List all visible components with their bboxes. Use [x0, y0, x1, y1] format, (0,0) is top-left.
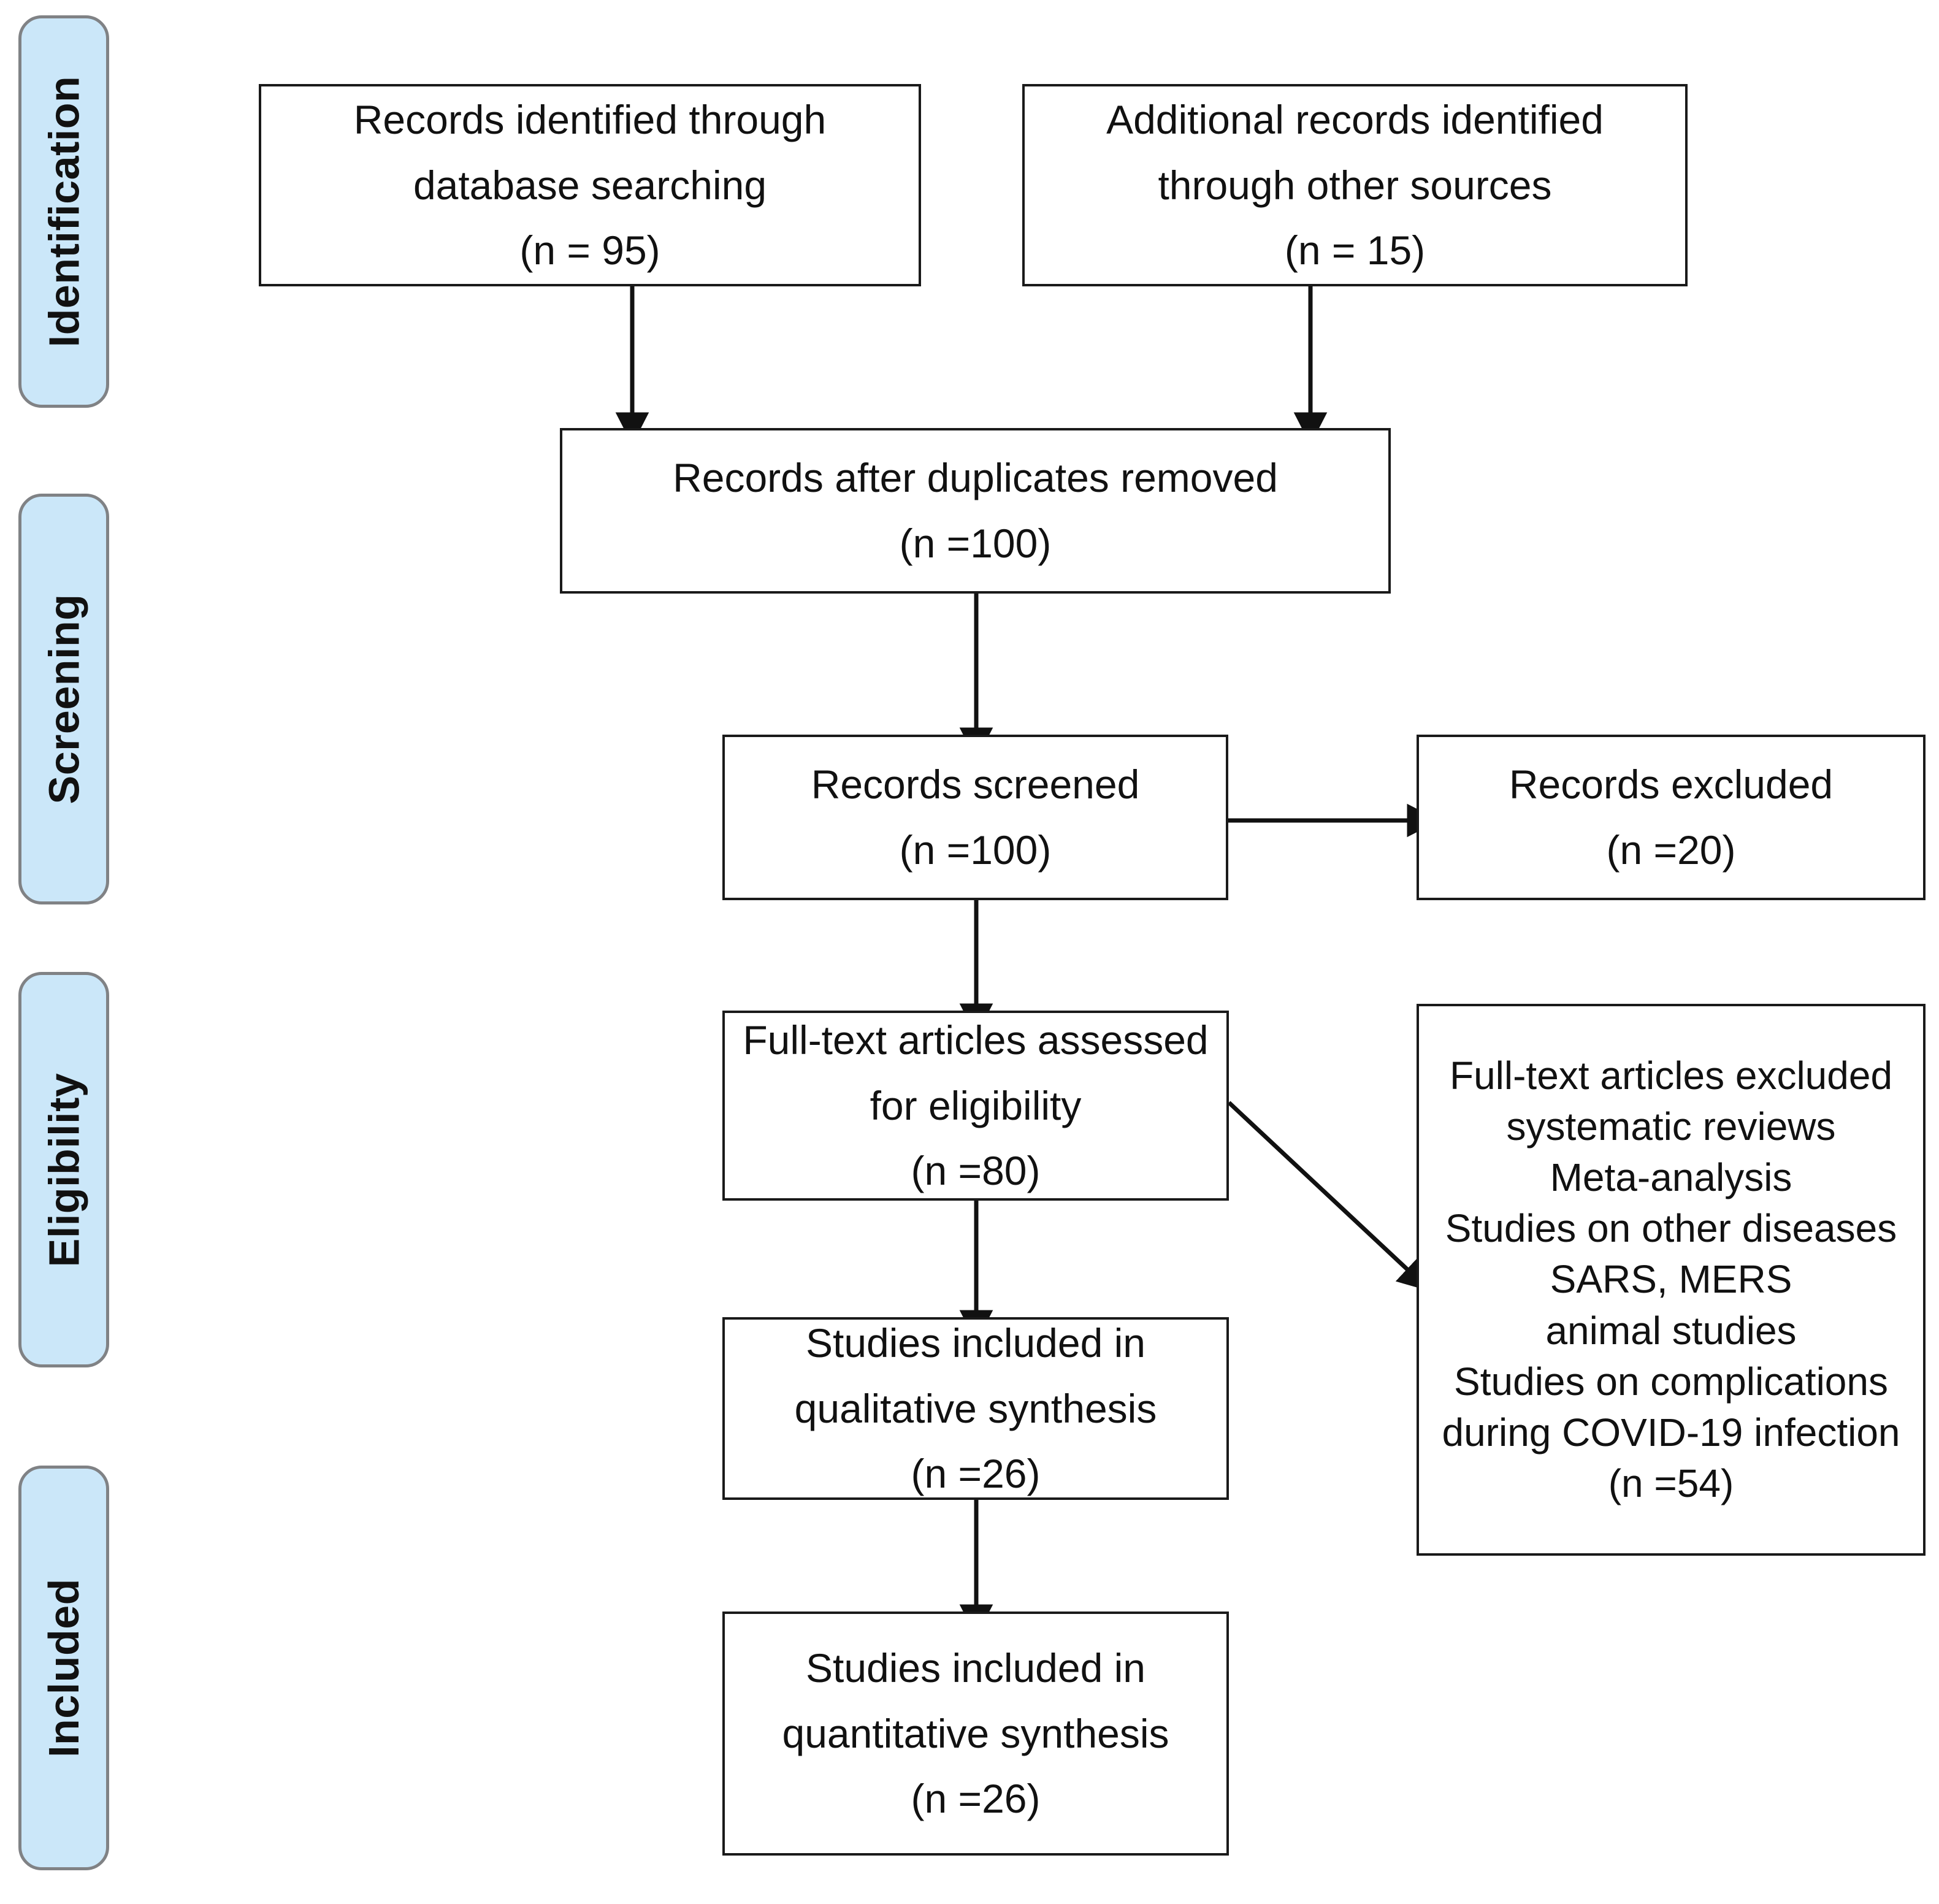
- box-additional-records-other-sources-text: Additional records identified through ot…: [1106, 96, 1604, 273]
- box-additional-records-other-sources: Additional records identified through ot…: [1022, 84, 1688, 286]
- stage-label-included-text: Included: [40, 1578, 88, 1757]
- box-studies-included-quantitative-text: Studies included in quantitative synthes…: [782, 1645, 1169, 1822]
- arrow-fulltext-to-excluded: [1227, 1101, 1431, 1291]
- stage-label-eligibility: Eligibility: [18, 972, 109, 1367]
- box-full-text-articles-assessed: Full-text articles assessed for eligibil…: [722, 1011, 1229, 1201]
- box-records-after-duplicates-removed: Records after duplicates removed (n =100…: [560, 428, 1391, 594]
- box-records-excluded-text: Records excluded (n =20): [1509, 762, 1834, 873]
- box-full-text-articles-assessed-text: Full-text articles assessed for eligibil…: [743, 1017, 1209, 1194]
- stage-label-eligibility-text: Eligibility: [40, 1072, 88, 1267]
- box-records-screened-text: Records screened (n =100): [811, 762, 1140, 873]
- box-records-excluded: Records excluded (n =20): [1417, 735, 1926, 900]
- box-full-text-articles-excluded: Full-text articles excluded systematic r…: [1417, 1004, 1926, 1556]
- stage-label-included: Included: [18, 1466, 109, 1870]
- box-records-identified-database: Records identified through database sear…: [259, 84, 921, 286]
- box-studies-included-qualitative-text: Studies included in qualitative synthesi…: [794, 1320, 1157, 1497]
- stage-label-identification-text: Identification: [40, 75, 88, 348]
- box-studies-included-quantitative: Studies included in quantitative synthes…: [722, 1612, 1229, 1856]
- stage-label-screening-text: Screening: [40, 594, 88, 805]
- box-records-identified-database-text: Records identified through database sear…: [353, 96, 827, 273]
- box-records-screened: Records screened (n =100): [722, 735, 1228, 900]
- box-records-after-duplicates-removed-text: Records after duplicates removed (n =100…: [673, 455, 1278, 566]
- box-studies-included-qualitative: Studies included in qualitative synthesi…: [722, 1317, 1229, 1500]
- stage-label-identification: Identification: [18, 15, 109, 408]
- box-full-text-articles-excluded-text: Full-text articles excluded systematic r…: [1442, 1053, 1900, 1506]
- stage-label-screening: Screening: [18, 494, 109, 904]
